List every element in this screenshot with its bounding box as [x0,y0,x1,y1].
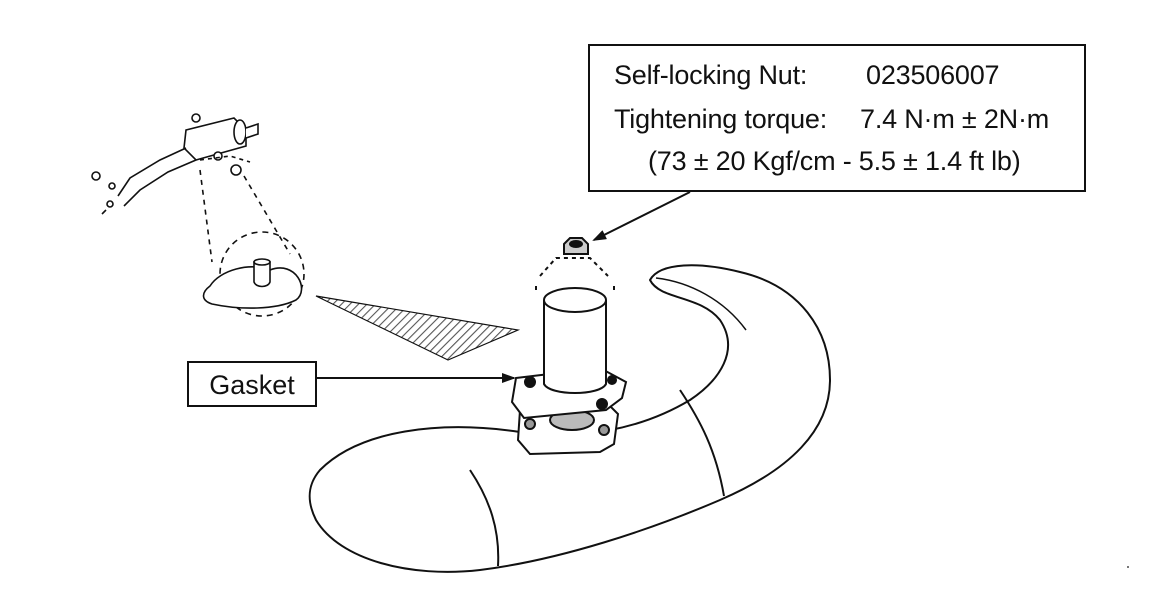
nut-torque-callout: Self-locking Nut: 023506007 Tightening t… [588,44,1086,192]
nut-part-number: 023506007 [866,60,1000,90]
torque-alt-units: (73 ± 20 Kgf/cm - 5.5 ± 1.4 ft lb) [648,146,1021,176]
nut-leader-line [592,191,691,241]
gasket-label: Gasket [209,370,295,400]
torque-value: 7.4 N·m ± 2N·m [860,104,1050,134]
self-locking-nut-icon [563,237,589,255]
gasket-callout: Gasket [187,361,317,407]
torque-label: Tightening torque: [614,104,828,134]
nut-label: Self-locking Nut: [614,60,808,90]
scan-speck [1127,566,1129,568]
muffler-overview-icon [91,113,305,317]
zoom-indicator-wedge [315,295,521,361]
gasket-icon [510,257,628,456]
